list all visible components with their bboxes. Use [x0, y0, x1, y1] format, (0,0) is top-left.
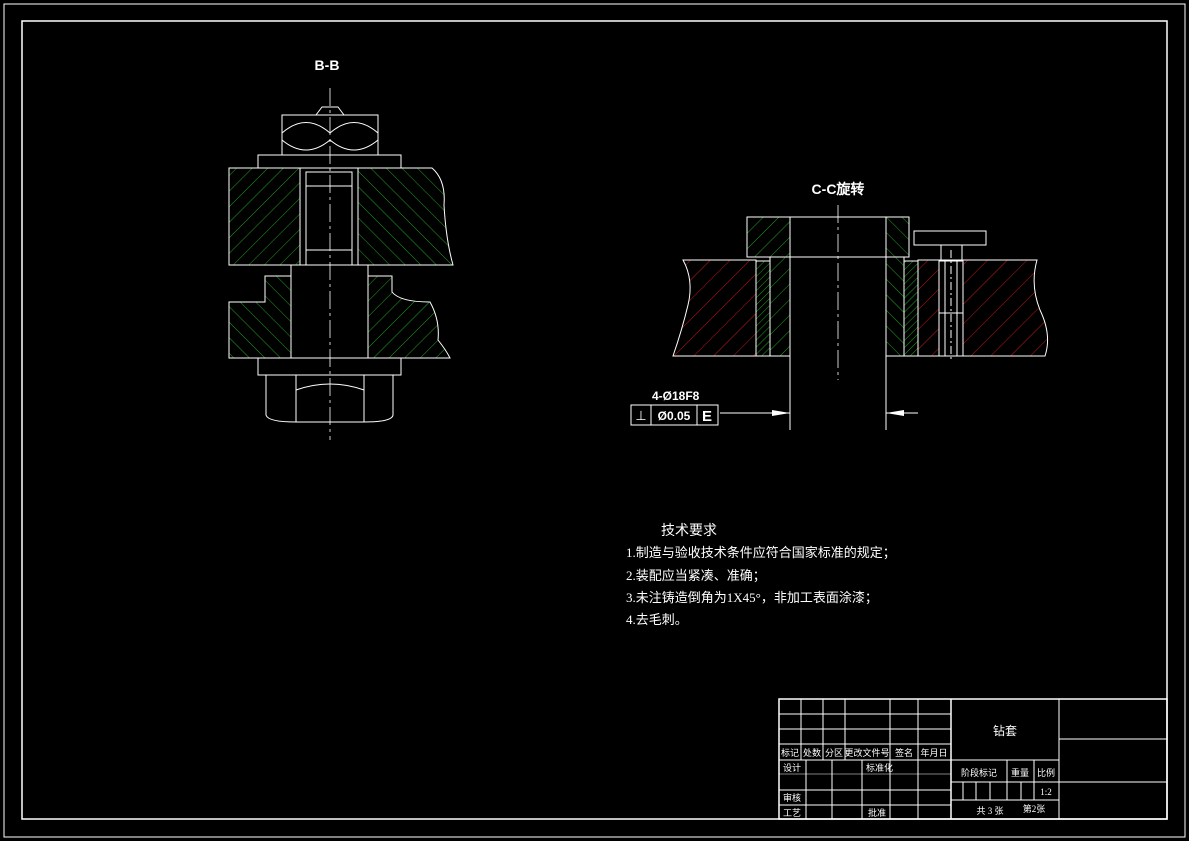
label-standardization: 标准化: [866, 762, 893, 773]
outer-frame: [3, 3, 1186, 838]
section-cc-view: C-C旋转 4-Ø18F8: [630, 181, 1049, 430]
label-review: 审核: [783, 792, 801, 803]
title-block: [778, 698, 1168, 820]
label-process: 工艺: [783, 808, 801, 818]
tech-req-item-2: 2.装配应当紧凑、准确；: [626, 568, 766, 584]
header-signature: 签名: [895, 747, 913, 758]
header-count: 处数: [803, 747, 821, 758]
scale-value: 1:2: [1040, 787, 1052, 797]
header-date: 年月日: [920, 747, 947, 758]
part-name: 钻套: [993, 723, 1017, 738]
tech-requirements: 技术要求 1.制造与验收技术条件应符合国家标准的规定； 2.装配应当紧凑、准确；…: [626, 523, 896, 627]
tech-req-item-1: 1.制造与验收技术条件应符合国家标准的规定；: [626, 545, 896, 561]
datum-letter: E: [702, 408, 712, 425]
tech-req-item-4: 4.去毛刺。: [626, 612, 688, 627]
label-stage-mark: 阶段标记: [961, 767, 997, 778]
section-bb-label: B-B: [315, 57, 340, 73]
sheet-number: 第2张: [1023, 803, 1046, 814]
tolerance-frame: [630, 404, 719, 426]
label-weight: 重量: [1011, 767, 1029, 778]
dimension-label: 4-Ø18F8: [652, 389, 700, 403]
label-scale: 比例: [1037, 767, 1055, 778]
label-design: 设计: [783, 762, 801, 773]
title-block-text: 钻套 标记 处数 分区 更改文件号 签名 年月日 设计 标准化 审核 工艺 批准…: [781, 723, 1055, 818]
inner-frame: [21, 20, 1168, 820]
tolerance-value: Ø0.05: [658, 409, 691, 423]
total-sheets: 共 3 张: [976, 806, 1003, 816]
header-mark: 标记: [781, 747, 799, 758]
header-zone: 分区: [825, 748, 843, 758]
section-bb-view: B-B: [228, 57, 454, 440]
tech-req-item-3: 3.未注铸造倒角为1X45°，非加工表面涂漆；: [626, 590, 878, 606]
section-cc-label: C-C旋转: [812, 181, 865, 197]
label-approve: 批准: [868, 807, 886, 818]
header-change-doc: 更改文件号: [844, 747, 889, 758]
tech-req-title: 技术要求: [661, 523, 717, 539]
perpendicularity-symbol: ⊥: [635, 408, 646, 423]
